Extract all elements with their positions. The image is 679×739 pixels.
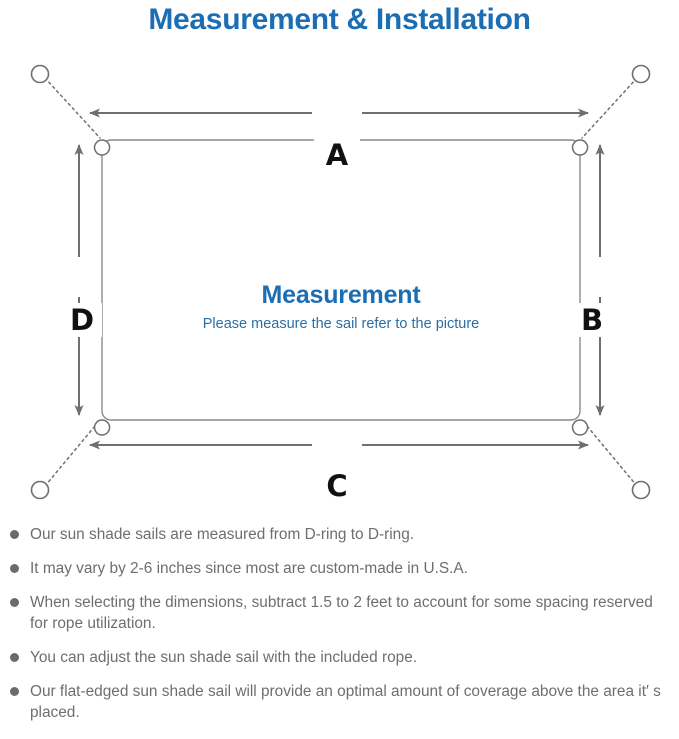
note-text: When selecting the dimensions, subtract … <box>30 594 653 632</box>
bullet-icon <box>10 687 19 696</box>
bullet-icon <box>10 598 19 607</box>
anchor-point-top-left <box>30 64 50 84</box>
shade-sail-body <box>101 139 581 421</box>
bullet-icon <box>10 653 19 662</box>
rope-bottom-right <box>581 419 638 487</box>
rope-lines <box>44 77 638 487</box>
rope-top-right <box>581 77 638 139</box>
anchor-point-bottom-left <box>30 480 50 500</box>
dimension-label-c: C <box>314 469 360 503</box>
d-ring-top-right <box>571 139 589 156</box>
anchor-point-bottom-right <box>631 480 651 500</box>
measurement-diagram: A B C D Measurement Please measure the s… <box>0 44 679 514</box>
dimension-label-a: A <box>314 138 360 172</box>
anchor-points <box>30 64 651 500</box>
d-ring-bottom-left <box>93 419 111 436</box>
d-rings <box>93 139 589 436</box>
diagram-svg <box>30 64 651 500</box>
d-ring-top-left <box>93 139 111 156</box>
dimension-label-b: B <box>572 303 612 337</box>
note-item: It may vary by 2-6 inches since most are… <box>0 558 679 579</box>
note-item: When selecting the dimensions, subtract … <box>0 592 679 634</box>
bullet-icon <box>10 530 19 539</box>
note-item: You can adjust the sun shade sail with t… <box>0 647 679 668</box>
note-item: Our flat-edged sun shade sail will provi… <box>0 681 679 723</box>
note-text: Our flat-edged sun shade sail will provi… <box>30 683 661 721</box>
anchor-point-top-right <box>631 64 651 84</box>
note-text: Our sun shade sails are measured from D-… <box>30 526 415 543</box>
page-title: Measurement & Installation <box>148 3 531 36</box>
rope-bottom-left <box>44 419 101 487</box>
note-item: Our sun shade sails are measured from D-… <box>0 524 679 545</box>
note-text: You can adjust the sun shade sail with t… <box>30 649 418 666</box>
bullet-icon <box>10 564 19 573</box>
d-ring-bottom-right <box>571 419 589 436</box>
notes-list: Our sun shade sails are measured from D-… <box>0 524 679 736</box>
dimension-label-d: D <box>62 303 102 337</box>
note-text: It may vary by 2-6 inches since most are… <box>30 560 468 577</box>
rope-top-left <box>44 77 101 139</box>
